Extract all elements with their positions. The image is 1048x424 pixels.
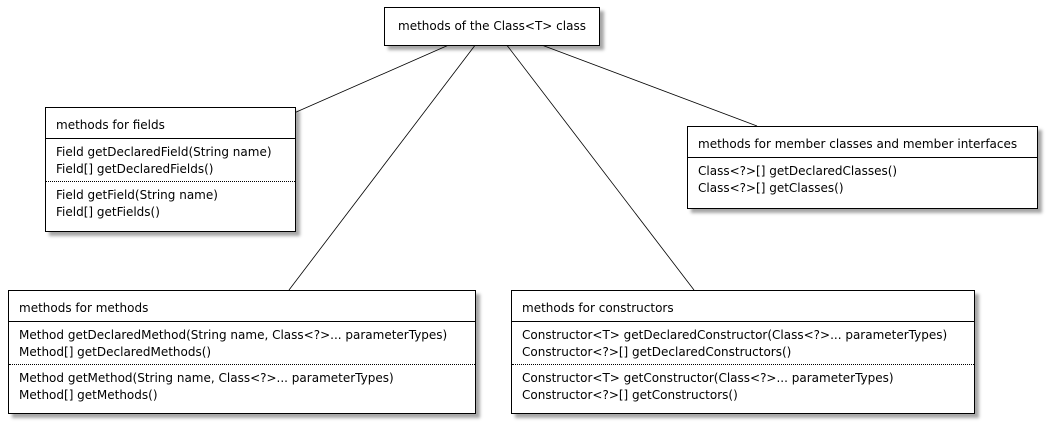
method-row: Constructor<?>[] getConstructors() — [522, 388, 738, 402]
methods-public-section: Method getMethod(String name, Class<?>..… — [9, 364, 475, 407]
fields-node: methods for fields Field getDeclaredFiel… — [45, 107, 296, 232]
method-row: Method getDeclaredMethod(String name, Cl… — [19, 328, 448, 342]
method-row: Class<?>[] getDeclaredClasses() — [698, 164, 898, 178]
fields-declared-section: Field getDeclaredField(String name) Fiel… — [46, 139, 295, 181]
constructors-declared-section: Constructor<T> getDeclaredConstructor(Cl… — [512, 322, 974, 364]
member-classes-section: Class<?>[] getDeclaredClasses() Class<?>… — [688, 158, 1037, 200]
constructors-title: methods for constructors — [512, 291, 974, 322]
constructors-node: methods for constructors Constructor<T> … — [511, 290, 975, 414]
methods-node: methods for methods Method getDeclaredMe… — [8, 290, 476, 414]
method-row: Method getMethod(String name, Class<?>..… — [19, 371, 394, 385]
method-row: Constructor<T> getConstructor(Class<?>..… — [522, 371, 894, 385]
root-label: methods of the Class<T> class — [398, 19, 586, 33]
fields-title: methods for fields — [46, 108, 295, 139]
edge-root-fields — [293, 43, 452, 114]
method-row: Constructor<?>[] getDeclaredConstructors… — [522, 345, 792, 359]
method-row: Field[] getDeclaredFields() — [56, 162, 214, 176]
member-classes-node: methods for member classes and member in… — [687, 126, 1038, 209]
method-row: Method[] getMethods() — [19, 388, 158, 402]
methods-title: methods for methods — [9, 291, 475, 322]
method-row: Field getField(String name) — [56, 188, 218, 202]
root-node: methods of the Class<T> class — [384, 7, 600, 46]
method-row: Class<?>[] getClasses() — [698, 181, 844, 195]
method-row: Field[] getFields() — [56, 205, 160, 219]
method-row: Field getDeclaredField(String name) — [56, 145, 272, 159]
method-row: Constructor<T> getDeclaredConstructor(Cl… — [522, 328, 948, 342]
methods-declared-section: Method getDeclaredMethod(String name, Cl… — [9, 322, 475, 364]
fields-public-section: Field getField(String name) Field[] getF… — [46, 181, 295, 224]
member-classes-title: methods for member classes and member in… — [688, 127, 1037, 158]
edge-root-ctors — [505, 43, 695, 291]
edge-root-methods — [288, 43, 477, 291]
constructors-public-section: Constructor<T> getConstructor(Class<?>..… — [512, 364, 974, 407]
method-row: Method[] getDeclaredMethods() — [19, 345, 212, 359]
edge-root-members — [538, 43, 758, 127]
